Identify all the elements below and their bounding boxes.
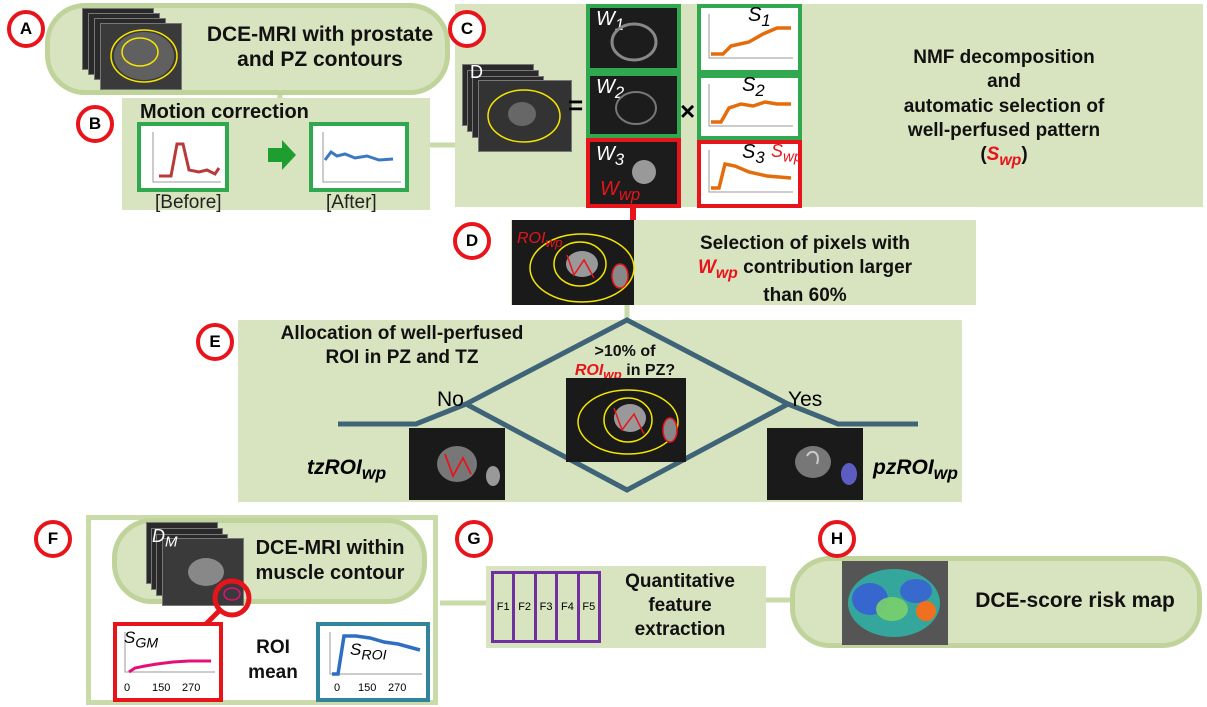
tz-label: tzROIwp bbox=[307, 456, 387, 484]
s2-label: S2 bbox=[742, 74, 765, 100]
roi-image bbox=[512, 220, 635, 305]
badge-f: F bbox=[34, 520, 72, 558]
badge-b: B bbox=[76, 105, 114, 143]
wwp-label: Wwp bbox=[600, 178, 641, 204]
risk-map-image bbox=[842, 561, 948, 645]
yes-label: Yes bbox=[788, 388, 823, 411]
w3-label: W3 bbox=[596, 143, 625, 169]
sroi-chart bbox=[316, 622, 430, 702]
equals-sign: = bbox=[568, 90, 584, 120]
a-text: DCE-MRI with prostate and PZ contours bbox=[206, 23, 434, 72]
before-label: [Before] bbox=[155, 192, 222, 213]
question-image bbox=[566, 378, 686, 462]
d-text: Selection of pixels with Wwp contributio… bbox=[697, 233, 913, 307]
badge-g: G bbox=[455, 520, 493, 558]
panel-c bbox=[455, 4, 1203, 207]
roi-mean: ROI mean bbox=[248, 637, 298, 683]
sgm-chart bbox=[113, 622, 223, 702]
pz-image bbox=[767, 428, 863, 500]
badge-e: E bbox=[196, 323, 234, 361]
dm-label: DM bbox=[152, 526, 178, 551]
no-label: No bbox=[437, 388, 464, 411]
feature-f4: F4 bbox=[558, 574, 580, 640]
roi-wp-label: ROIwp bbox=[517, 230, 563, 251]
s2-chart bbox=[697, 74, 802, 140]
arrow-right-icon bbox=[268, 140, 296, 170]
tz-image bbox=[409, 428, 505, 500]
decision-diamond bbox=[338, 317, 918, 493]
mri-stack-f bbox=[146, 522, 256, 608]
feature-boxes: F1 F2 F3 F4 F5 bbox=[491, 571, 601, 643]
s1-chart bbox=[697, 4, 802, 74]
badge-c: C bbox=[448, 10, 486, 48]
chart-before bbox=[137, 122, 229, 192]
feature-f3: F3 bbox=[537, 574, 559, 640]
badge-h: H bbox=[818, 520, 856, 558]
panel-g bbox=[486, 566, 766, 648]
s1-label: S1 bbox=[748, 4, 771, 30]
feature-f2: F2 bbox=[515, 574, 537, 640]
w2-image bbox=[586, 72, 681, 138]
g-text: Quantitative feature extraction bbox=[625, 571, 735, 640]
feature-f5: F5 bbox=[582, 601, 596, 613]
feature-f1: F1 bbox=[494, 574, 516, 640]
w1-label: W1 bbox=[596, 8, 625, 34]
b-title: Motion correction bbox=[140, 101, 309, 123]
h-text: DCE-score risk map bbox=[975, 589, 1175, 612]
s3-label: S3 bbox=[742, 141, 765, 167]
pz-label: pzROIwp bbox=[873, 456, 958, 484]
badge-d: D bbox=[453, 222, 491, 260]
badge-a: A bbox=[7, 10, 45, 48]
s3-chart bbox=[697, 140, 802, 208]
swp-label: Swp bbox=[771, 141, 803, 166]
e-question: >10% of ROIwp in PZ? bbox=[574, 343, 676, 383]
w-images-texture bbox=[610, 22, 658, 184]
times-sign: × bbox=[680, 96, 696, 126]
after-label: [After] bbox=[326, 192, 377, 213]
mri-stack-d bbox=[462, 64, 572, 152]
e-title: Allocation of well-perfused ROI in PZ an… bbox=[280, 323, 524, 369]
f-text: DCE-MRI within muscle contour bbox=[255, 537, 405, 584]
mri-stack-a bbox=[82, 8, 192, 90]
sgm-label: SGM bbox=[124, 628, 159, 652]
d-label: D bbox=[470, 62, 483, 82]
w3-image bbox=[586, 138, 681, 208]
sroi-label: SROI bbox=[350, 640, 387, 664]
w2-label: W2 bbox=[596, 76, 625, 102]
chart-after bbox=[309, 122, 409, 192]
c-description: NMF decomposition and automatic selectio… bbox=[903, 47, 1105, 170]
